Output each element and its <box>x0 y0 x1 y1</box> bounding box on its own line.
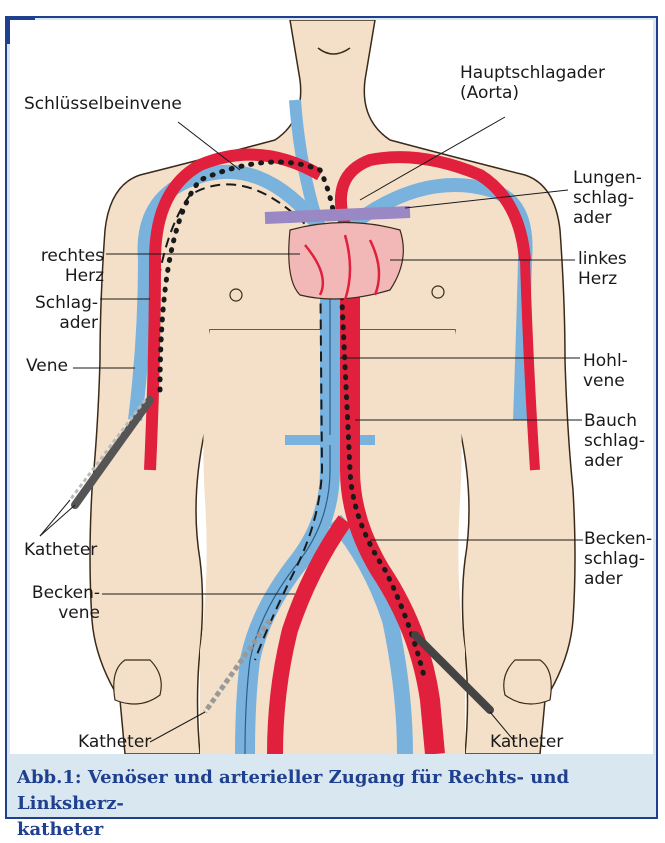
label-beckenschlagader: Becken- schlag- ader <box>584 529 652 589</box>
label-hauptschlagader: Hauptschlagader (Aorta) <box>460 63 605 103</box>
label-katheter-groin-right: Katheter <box>490 732 563 752</box>
anatomy-illustration <box>0 0 665 826</box>
figure-caption: Abb.1: Venöser und arterieller Zugang fü… <box>17 765 647 843</box>
label-lungenschlagader: Lungen- schlag- ader <box>573 168 642 228</box>
heart <box>289 223 404 300</box>
caption-line-1: Abb.1: Venöser und arterieller Zugang fü… <box>17 765 647 817</box>
label-bauchschlagader: Bauch schlag- ader <box>584 411 645 471</box>
label-katheter-arm: Katheter <box>24 540 97 560</box>
caption-line-2: katheter <box>17 817 647 843</box>
label-hohlvene: Hohl- vene <box>583 351 628 391</box>
label-vene: Vene <box>26 356 68 376</box>
hand-right <box>114 660 162 704</box>
label-rechtes-herz: rechtes Herz <box>24 246 104 286</box>
label-linkes-herz: linkes Herz <box>578 249 627 289</box>
label-schluesselbeinvene: Schlüsselbeinvene <box>24 94 182 114</box>
label-beckenvene: Becken- vene <box>22 583 100 623</box>
label-schlagader: Schlag- ader <box>20 293 98 333</box>
pulmonary-artery <box>265 212 410 218</box>
hand-left <box>504 660 552 704</box>
label-katheter-groin-left: Katheter <box>78 732 151 752</box>
